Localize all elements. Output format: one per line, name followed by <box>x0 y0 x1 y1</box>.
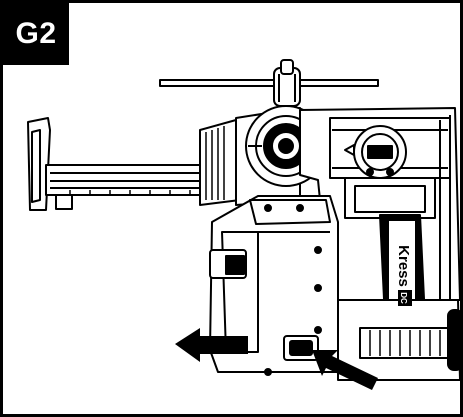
drill-grip <box>379 214 426 321</box>
side-handle-rod <box>159 59 379 107</box>
extractor-tube <box>27 117 241 211</box>
step-label: G2 <box>3 3 69 65</box>
lower-housing <box>337 299 463 381</box>
release-button <box>283 335 319 361</box>
brand-text: Kress <box>395 245 412 287</box>
diagonal-arrow-icon <box>312 350 378 390</box>
model-badge: DC <box>399 292 408 304</box>
dust-extractor-unit <box>209 195 339 376</box>
left-arrow-icon <box>175 328 248 362</box>
